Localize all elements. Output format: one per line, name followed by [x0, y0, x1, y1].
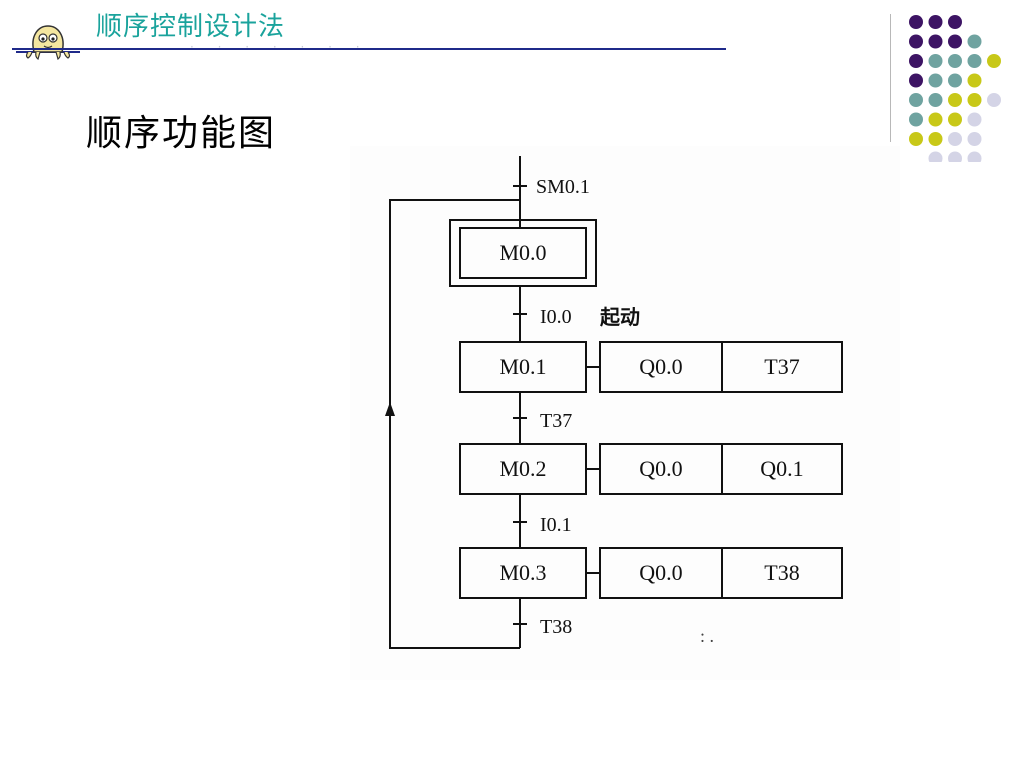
- decor-dot: [928, 15, 943, 29]
- action-label-1a: Q0.0: [639, 354, 682, 379]
- decor-dot: [967, 54, 982, 68]
- header-faint-text: · · · · · · ·: [190, 40, 370, 54]
- decor-dot: [967, 34, 982, 49]
- decor-dot: [909, 34, 923, 49]
- decor-dot: [967, 93, 982, 107]
- decor-dot: [948, 151, 962, 162]
- action-label-2b: Q0.1: [760, 456, 803, 481]
- action-label-3b: T38: [764, 560, 799, 585]
- step-label-1: M0.1: [499, 354, 546, 379]
- return-loop-line: [389, 199, 520, 649]
- action-label-3a: Q0.0: [639, 560, 682, 585]
- decorative-dot-grid: [909, 15, 1001, 162]
- decor-dot: [948, 34, 962, 49]
- return-arrow-icon: [385, 402, 395, 416]
- decor-dot: [948, 112, 962, 127]
- decor-dot: [909, 15, 923, 29]
- decor-dot: [967, 151, 982, 162]
- decor-dot: [909, 112, 923, 127]
- step-label-2: M0.2: [499, 456, 546, 481]
- decor-dot: [948, 54, 962, 68]
- decor-dot: [909, 73, 923, 88]
- initial-step-outer-box: [449, 219, 597, 287]
- vertical-divider: [890, 14, 891, 142]
- decor-dot: [967, 132, 982, 146]
- decor-dot: [948, 73, 962, 88]
- decor-dot: [928, 34, 943, 49]
- transition-label-1: I0.0: [540, 306, 572, 328]
- decor-dot: [928, 93, 943, 107]
- sfc-diagram: SM0.1 M0.0 I0.0 起动 M0.1 Q0.0 T37: [350, 146, 900, 680]
- decor-dot: [987, 93, 1001, 107]
- action-label-1b: T37: [764, 354, 799, 379]
- initial-step-label: M0.0: [499, 240, 546, 265]
- decor-dot: [987, 54, 1001, 68]
- transition-label-3: I0.1: [540, 514, 572, 536]
- action-label-2a: Q0.0: [639, 456, 682, 481]
- decor-dot: [909, 132, 923, 146]
- transition-note-1: 起动: [599, 306, 640, 329]
- transition-label-final: T38: [540, 616, 572, 638]
- header-title: 顺序控制设计法: [96, 12, 286, 42]
- stray-mark: : .: [700, 626, 714, 646]
- transition-label-2: T37: [540, 410, 572, 432]
- action-box-1b: [721, 341, 843, 393]
- sfc-diagram-svg: SM0.1 M0.0 I0.0 起动 M0.1 Q0.0 T37: [385, 156, 843, 649]
- decor-dot: [928, 151, 943, 162]
- decor-dot: [948, 93, 962, 107]
- header-rule: [12, 48, 726, 50]
- mascot-icon: [16, 25, 80, 60]
- action-box-3b: [721, 547, 843, 599]
- decor-dot: [928, 54, 943, 68]
- transition-label-initial: SM0.1: [536, 176, 590, 198]
- decor-dot: [928, 112, 943, 127]
- decor-dot: [948, 15, 962, 29]
- action-box-2b: [721, 443, 843, 495]
- step-label-3: M0.3: [499, 560, 546, 585]
- decor-dot: [928, 73, 943, 88]
- decor-dot: [909, 93, 923, 107]
- decor-dot: [967, 112, 982, 127]
- decor-dot: [909, 54, 923, 68]
- decor-dot: [928, 132, 943, 146]
- slide-heading: 顺序功能图: [86, 113, 277, 154]
- decor-dot: [967, 73, 982, 88]
- decor-dot: [948, 132, 962, 146]
- initial-step-inner-box: [459, 227, 587, 279]
